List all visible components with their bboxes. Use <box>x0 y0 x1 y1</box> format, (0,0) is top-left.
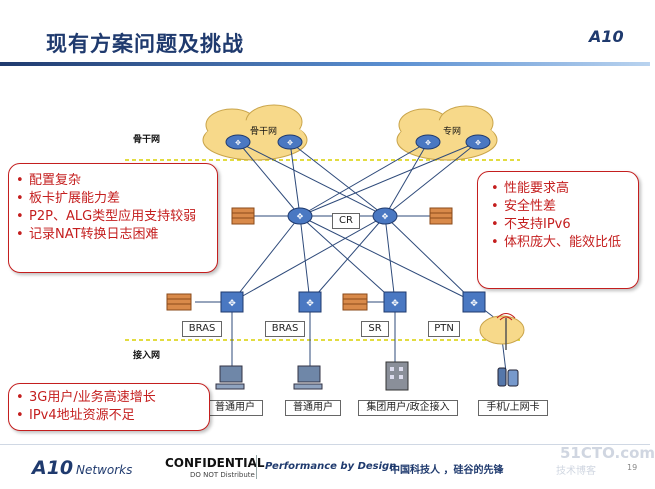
user-pc-icon <box>293 365 323 390</box>
router-icon: ✥ <box>225 134 251 150</box>
footer-confidential: CONFIDENTIAL <box>165 456 265 470</box>
switch-icon: ✥ <box>298 291 322 313</box>
svg-text:✥: ✥ <box>287 139 293 147</box>
footer-slogan: 中国科技人 ，硅谷的先锋 <box>390 465 504 476</box>
firewall-icon <box>342 293 368 311</box>
footer-tagline: Performance by Design <box>265 461 397 472</box>
svg-text:✥: ✥ <box>425 139 431 147</box>
footer-brand-logo: A10 <box>32 457 74 479</box>
footer-brand-suffix: Networks <box>76 463 133 477</box>
slide-title: 现有方案问题及挑战 <box>46 32 244 56</box>
footer-separator <box>256 455 257 479</box>
svg-text:✥: ✥ <box>297 212 304 221</box>
callout-item: 配置复杂 <box>13 172 209 190</box>
footer-distribute: DO NOT Distribute <box>190 471 255 479</box>
callout-item: 3G用户/业务高速增长 <box>13 389 203 407</box>
switch-icon: ✥ <box>462 291 486 313</box>
callout-config-issues: 配置复杂 板卡扩展能力差 P2P、ALG类型应用支持较弱 记录NAT转换日志困难 <box>8 163 218 273</box>
callout-item: 板卡扩展能力差 <box>13 190 209 208</box>
watermark-site: 51CTO.com <box>560 444 655 462</box>
firewall-icon <box>231 207 255 225</box>
antenna-icon <box>496 313 516 350</box>
page-number: 19 <box>627 463 638 472</box>
title-rule <box>0 62 650 66</box>
cr-label: CR <box>332 213 360 229</box>
callout-item: 安全性差 <box>488 198 630 216</box>
node-label: SR <box>361 321 389 337</box>
router-icon: ✥ <box>415 134 441 150</box>
svg-text:✥: ✥ <box>228 299 236 309</box>
user-pc-icon <box>215 365 245 390</box>
cr-router-icon: ✥ <box>287 207 313 225</box>
watermark-sub: 技术博客 <box>556 466 596 477</box>
footer: A10 Networks CONFIDENTIAL DO NOT Distrib… <box>0 444 650 489</box>
cloud-private <box>396 105 498 161</box>
callout-item: 记录NAT转换日志困难 <box>13 226 209 244</box>
svg-text:✥: ✥ <box>235 139 241 147</box>
router-icon: ✥ <box>277 134 303 150</box>
callout-growth-issues: 3G用户/业务高速增长 IPv4地址资源不足 <box>8 383 210 431</box>
a10-logo: A10 <box>589 27 624 46</box>
callout-item: P2P、ALG类型应用支持较弱 <box>13 208 209 226</box>
cloud-backbone-label: 骨干网 <box>250 127 278 137</box>
node-label: BRAS <box>182 321 222 337</box>
svg-text:✥: ✥ <box>306 299 314 309</box>
wireless-cloud <box>479 315 525 345</box>
callout-item: 不支持IPv6 <box>488 216 630 234</box>
access-label: 接入网 <box>133 351 161 361</box>
switch-icon: ✥ <box>220 291 244 313</box>
switch-icon: ✥ <box>383 291 407 313</box>
user-label: 集团用户/政企接入 <box>358 400 458 416</box>
node-label: BRAS <box>265 321 305 337</box>
svg-text:✥: ✥ <box>391 299 399 309</box>
callout-item: 性能要求高 <box>488 180 630 198</box>
cr-router-icon: ✥ <box>372 207 398 225</box>
firewall-icon <box>429 207 453 225</box>
router-icon: ✥ <box>465 134 491 150</box>
svg-text:✥: ✥ <box>475 139 481 147</box>
svg-text:✥: ✥ <box>382 212 389 221</box>
network-diagram: ✥ ✥ ✥ ✥ ✥ ✥ ✥ ✥ ✥ ✥ <box>125 104 525 391</box>
svg-text:✥: ✥ <box>470 299 478 309</box>
callout-item: 体积庞大、能效比低 <box>488 234 630 252</box>
mobile-icon <box>497 367 519 387</box>
node-label: PTN <box>428 321 460 337</box>
topology-links <box>195 141 507 373</box>
callout-item: IPv4地址资源不足 <box>13 407 203 425</box>
user-label: 普通用户 <box>285 400 341 416</box>
firewall-icon <box>166 293 192 311</box>
user-label: 普通用户 <box>207 400 263 416</box>
callout-performance-issues: 性能要求高 安全性差 不支持IPv6 体积庞大、能效比低 <box>477 171 639 289</box>
backbone-label: 骨干网 <box>133 135 161 145</box>
cloud-private-label: 专网 <box>443 127 462 137</box>
user-label: 手机/上网卡 <box>478 400 548 416</box>
building-icon <box>385 361 409 391</box>
